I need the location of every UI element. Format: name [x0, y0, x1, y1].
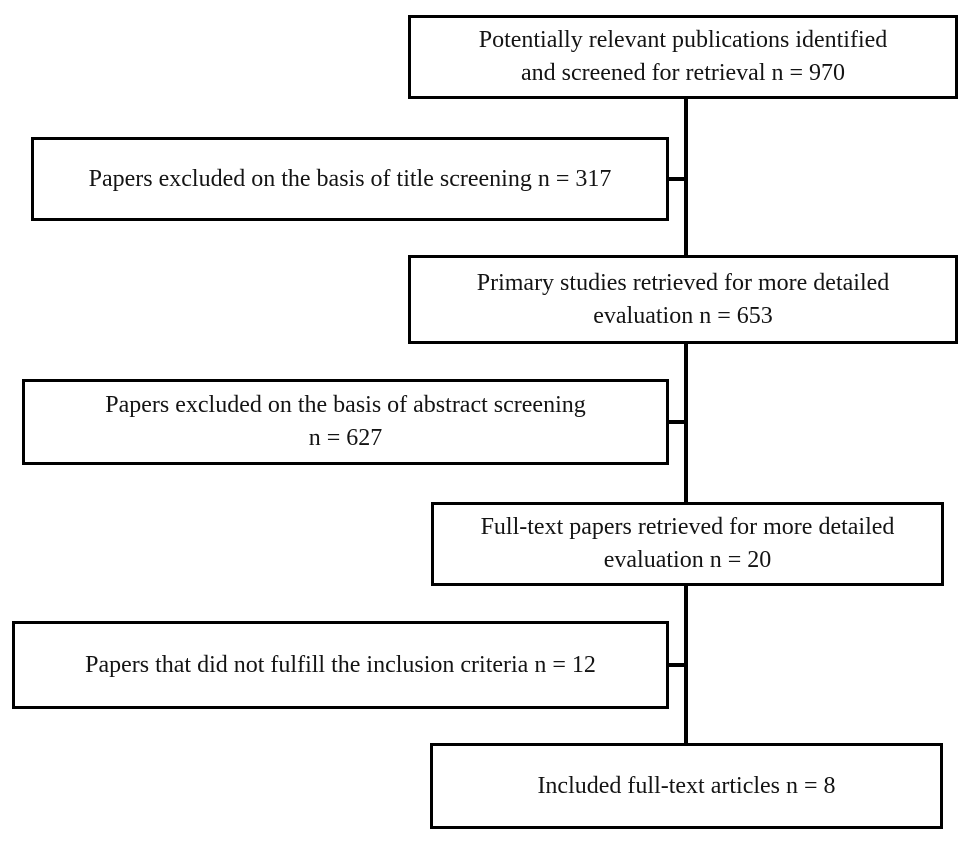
box-text-line: evaluation n = 653	[593, 302, 773, 329]
box-text-line: n = 627	[308, 425, 383, 451]
main-flow-vertical-line	[684, 97, 688, 745]
box-excluded-abstract-screening: Papers excluded on the basis of abstract…	[22, 379, 669, 465]
box-text-line: Papers excluded on the basis of title sc…	[88, 165, 612, 192]
box-publications-identified: Potentially relevant publications identi…	[408, 15, 958, 99]
box-text-line: Included full-text articles n = 8	[537, 772, 836, 799]
connector-excluded-title-screening	[666, 177, 686, 181]
box-text-line: Papers excluded on the basis of abstract…	[105, 392, 586, 418]
box-did-not-fulfill-criteria: Papers that did not fulfill the inclusio…	[12, 621, 669, 709]
box-text-line: Primary studies retrieved for more detai…	[476, 269, 890, 296]
box-excluded-title-screening: Papers excluded on the basis of title sc…	[31, 137, 669, 221]
box-primary-studies-retrieved: Primary studies retrieved for more detai…	[408, 255, 958, 344]
box-included-fulltext-articles: Included full-text articles n = 8	[430, 743, 943, 829]
box-fulltext-papers-retrieved: Full-text papers retrieved for more deta…	[431, 502, 944, 586]
box-text-line: Papers that did not fulfill the inclusio…	[85, 651, 596, 678]
connector-excluded-abstract-screening	[666, 420, 686, 424]
box-text-line: and screened for retrieval n = 970	[520, 60, 846, 86]
connector-did-not-fulfill-criteria	[666, 663, 686, 667]
box-text-line: Full-text papers retrieved for more deta…	[480, 514, 895, 540]
box-text-line: Potentially relevant publications identi…	[478, 27, 888, 53]
box-text-line: evaluation n = 20	[603, 547, 772, 573]
